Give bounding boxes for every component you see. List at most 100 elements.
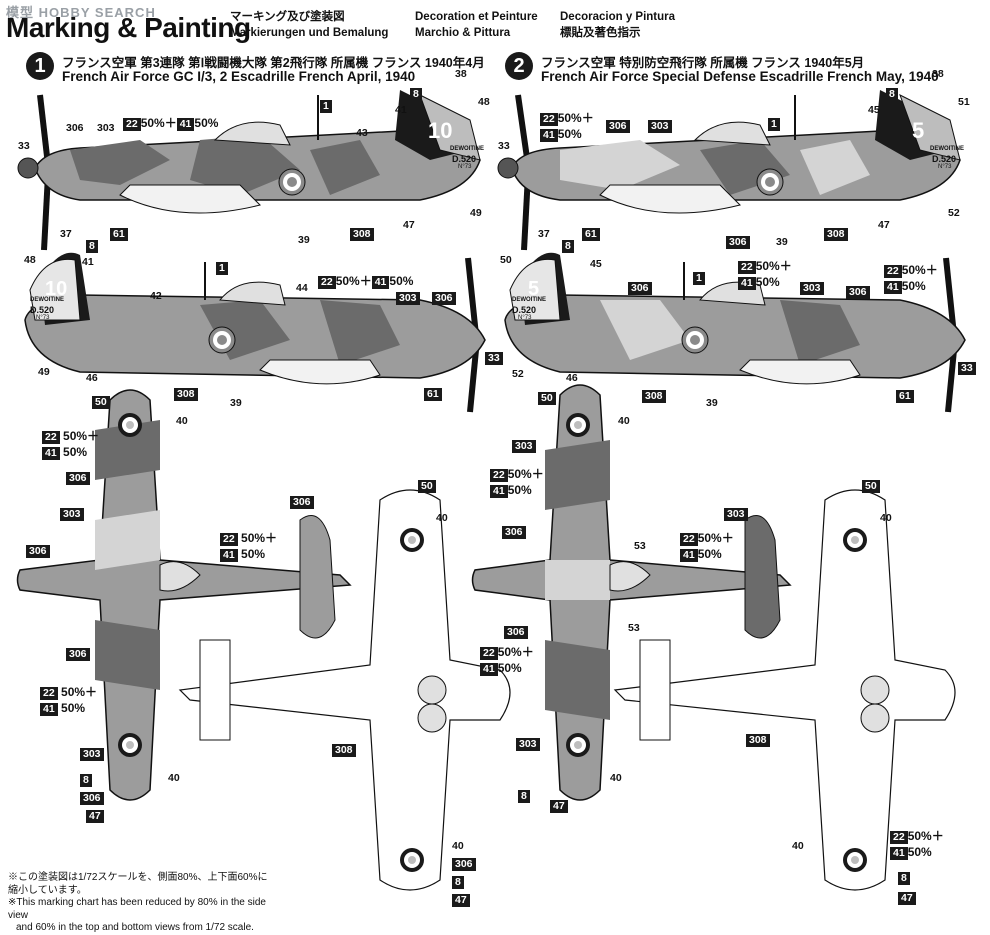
- callout-303d: 303: [80, 748, 104, 761]
- callout-44: 44: [296, 282, 308, 294]
- callout-42: 42: [150, 290, 162, 302]
- callout-33b: 33: [485, 352, 503, 365]
- mix-s1-tail: 22 50%＋41 50%: [220, 530, 277, 562]
- callout-48b: 48: [24, 254, 36, 266]
- callout-303g: 303: [512, 440, 536, 453]
- scheme-2-title-en: French Air Force Special Defense Escadri…: [541, 69, 939, 84]
- callout-306e: 306: [290, 496, 314, 509]
- callout-47d: 47: [550, 800, 568, 813]
- callout-40: 40: [176, 415, 188, 427]
- callout-306j: 306: [726, 236, 750, 249]
- callout-308e: 308: [642, 390, 666, 403]
- s2-fin-model: D.520: [932, 154, 957, 164]
- scheme-2-title-jp: フランス空軍 特別防空飛行隊 所属機 フランス 1940年5月: [541, 56, 865, 70]
- callout-49: 49: [470, 207, 482, 219]
- mix-s1-top-b: 22 50%＋41 50%: [40, 684, 97, 716]
- header-lang-es: Decoracion y Pintura: [560, 11, 676, 23]
- s2-bottom-view: [613, 489, 956, 891]
- callout-306l: 306: [846, 286, 870, 299]
- callout-306c: 306: [66, 472, 90, 485]
- s1-fin-number-left: 10: [428, 118, 453, 143]
- callout-52: 52: [948, 207, 960, 219]
- callout-39d: 39: [706, 397, 718, 409]
- callout-40g: 40: [880, 512, 892, 524]
- footnote-jp: ※この塗装図は1/72スケールを、側面80%、上下面60%に縮小しています。: [8, 872, 268, 896]
- header-lang-de: Markierungen und Bemalung: [230, 27, 389, 39]
- callout-8h: 8: [898, 872, 910, 885]
- callout-303f: 303: [800, 282, 824, 295]
- s1-top-view: [16, 389, 352, 801]
- callout-50b: 50: [418, 480, 436, 493]
- watermark: 模型 HOBBY SEARCH: [6, 5, 156, 20]
- callout-1: 1: [320, 100, 332, 113]
- s1-side-left: [17, 90, 481, 251]
- callout-306k: 306: [628, 282, 652, 295]
- callout-39b: 39: [230, 397, 242, 409]
- callout-308b: 308: [174, 388, 198, 401]
- header-lang-it: Marchio & Pittura: [415, 27, 511, 39]
- callout-48: 48: [478, 96, 490, 108]
- callout-1d: 1: [693, 272, 705, 285]
- s2-fin-serial: N°73: [938, 164, 952, 170]
- callout-306m: 306: [502, 526, 526, 539]
- s1-side-right: [24, 252, 486, 413]
- s2-fin-number-left: 5: [912, 118, 925, 143]
- callout-61c: 61: [582, 228, 600, 241]
- s1-bottom-view: [178, 489, 511, 891]
- callout-306g: 306: [80, 792, 104, 805]
- callout-8g: 8: [518, 790, 530, 803]
- callout-53: 53: [634, 540, 646, 552]
- callout-306: 306: [66, 122, 84, 134]
- callout-1c: 1: [768, 118, 780, 131]
- callout-40f: 40: [610, 772, 622, 784]
- callout-47e: 47: [898, 892, 916, 905]
- s2-fin-maker-r: DEWOITINE: [512, 297, 546, 303]
- callout-40b: 40: [168, 772, 180, 784]
- callout-8b: 8: [86, 240, 98, 253]
- callout-8f: 8: [562, 240, 574, 253]
- s1-fin-number-right: 10: [45, 278, 68, 300]
- callout-306d: 306: [26, 545, 50, 558]
- s1-fin-model-r: D.520: [30, 305, 55, 315]
- mix-s1-top-a: 22 50%＋41 50%: [42, 428, 99, 460]
- page-title: Marking & Painting: [6, 12, 251, 43]
- callout-52b: 52: [512, 368, 524, 380]
- callout-46: 46: [86, 372, 98, 384]
- callout-51: 51: [958, 96, 970, 108]
- callout-303h: 303: [724, 508, 748, 521]
- callout-308c: 308: [332, 744, 356, 757]
- s2-fin-model-r: D.520: [512, 305, 537, 315]
- callout-37: 37: [60, 228, 72, 240]
- callout-61b: 61: [424, 388, 442, 401]
- callout-306b: 306: [432, 292, 456, 305]
- s1-fin-maker-r: DEWOITINE: [30, 297, 64, 303]
- header-lang-cn: 標貼及著色指示: [560, 27, 641, 39]
- callout-61d: 61: [896, 390, 914, 403]
- callout-33c: 33: [498, 140, 510, 152]
- callout-50: 50: [92, 396, 110, 409]
- callout-38: 38: [455, 68, 467, 80]
- footnote: ※この塗装図は1/72スケールを、側面80%、上下面60%に縮小しています。 ※…: [8, 872, 268, 935]
- scheme-1-number: 1: [26, 52, 54, 80]
- callout-303i: 303: [516, 738, 540, 751]
- callout-50e: 50: [862, 480, 880, 493]
- s1-fin-maker: DEWOITINE: [450, 146, 484, 152]
- s2-fin-serial-r: N°73: [518, 315, 532, 321]
- callout-40c: 40: [436, 512, 448, 524]
- callout-8: 8: [410, 88, 422, 101]
- header-lang-jp: マーキング及び塗装図: [230, 11, 345, 23]
- callout-43: 43: [356, 127, 368, 139]
- callout-39c: 39: [776, 236, 788, 248]
- callout-303e: 303: [648, 120, 672, 133]
- callout-303: 303: [97, 122, 115, 134]
- callout-306n: 306: [504, 626, 528, 639]
- callout-39: 39: [298, 234, 310, 246]
